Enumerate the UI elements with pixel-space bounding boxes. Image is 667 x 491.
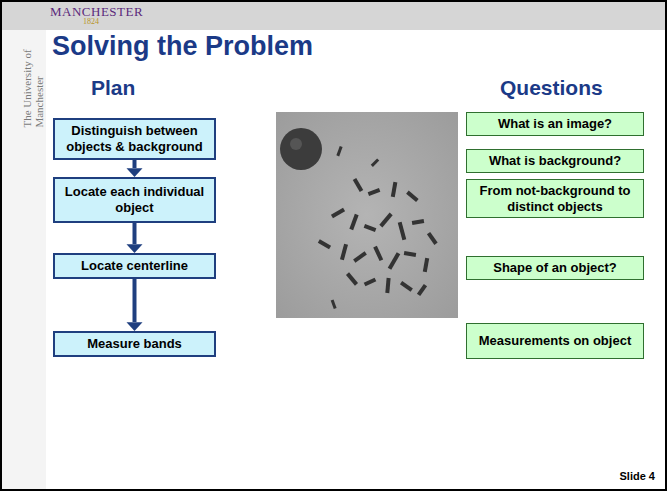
- box-text: Shape of an object?: [493, 260, 617, 276]
- plan-step-box: Distinguish between objects & background: [53, 118, 216, 160]
- box-text: Measure bands: [87, 336, 182, 352]
- university-vertical: The University of Manchester: [22, 48, 45, 128]
- plan-step-box: Locate each individual object: [53, 177, 216, 223]
- plan-step-box: Measure bands: [53, 331, 216, 357]
- question-box: What is an image?: [466, 112, 644, 136]
- chromosome-photo: [276, 112, 458, 318]
- question-box: Measurements on object: [466, 323, 644, 359]
- box-text: Measurements on object: [479, 333, 631, 349]
- plan-step-box: Locate centerline: [53, 253, 216, 279]
- slide-title: Solving the Problem: [52, 31, 313, 62]
- slide-number: Slide 4: [620, 470, 655, 482]
- flow-arrow: [127, 279, 143, 331]
- box-text: From not-background to distinct objects: [472, 183, 638, 214]
- box-text: What is an image?: [498, 116, 612, 132]
- side-strip: [0, 30, 46, 491]
- logo-year: 1824: [83, 17, 99, 26]
- column-heading: Questions: [500, 76, 603, 100]
- question-box: Shape of an object?: [466, 256, 644, 280]
- box-text: Locate centerline: [81, 258, 188, 274]
- question-box: What is background?: [466, 149, 644, 173]
- flow-arrow: [127, 223, 143, 253]
- flow-arrow: [127, 160, 143, 177]
- box-text: What is background?: [489, 153, 621, 169]
- top-band: [0, 0, 667, 30]
- box-text: Locate each individual object: [60, 184, 209, 215]
- question-box: From not-background to distinct objects: [466, 179, 644, 218]
- column-heading: Plan: [91, 76, 135, 100]
- box-text: Distinguish between objects & background: [60, 123, 209, 154]
